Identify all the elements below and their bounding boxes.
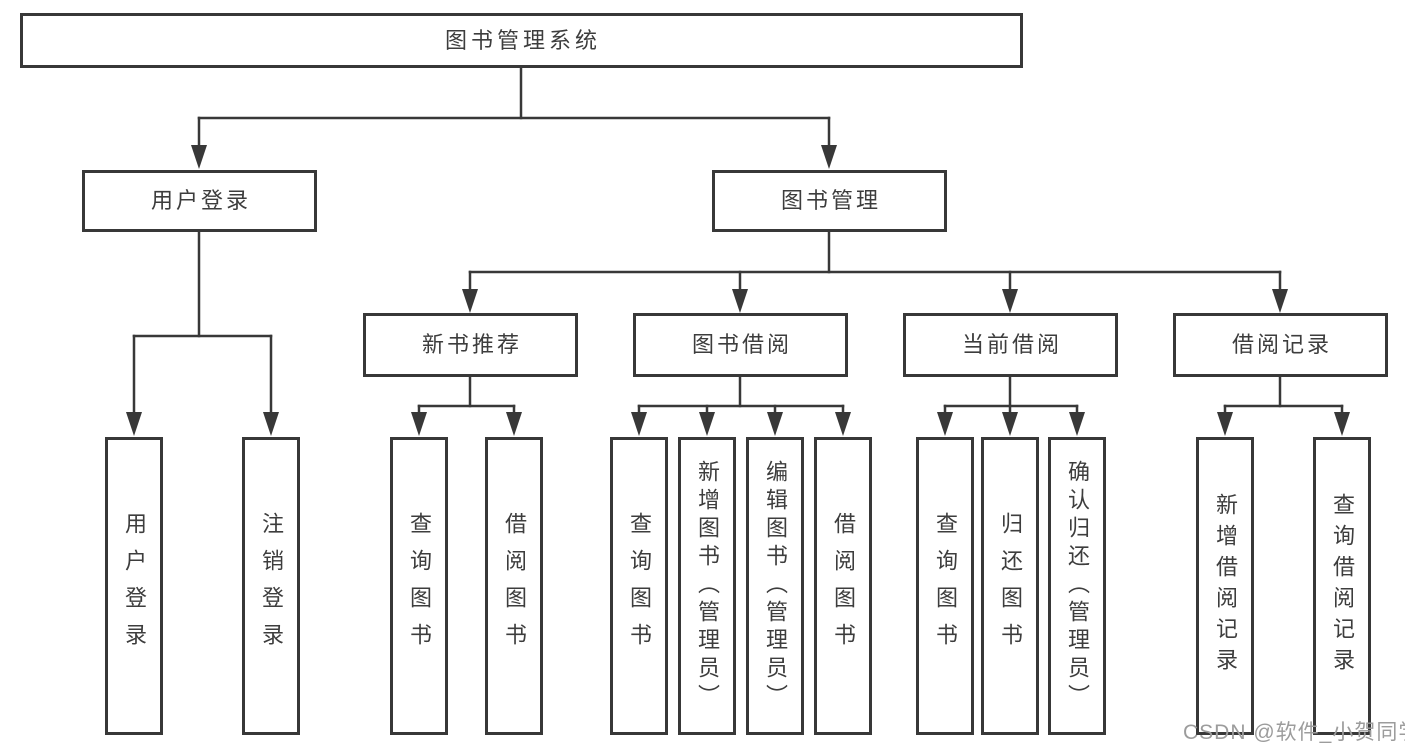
leaf-rec-add-record: 新增借阅记录 [1196,437,1254,735]
node-current-borrowing: 当前借阅 [903,313,1118,377]
node-book-management: 图书管理 [712,170,947,232]
leaf-logout: 注销登录 [242,437,300,735]
connector-bookmgmt-to-level3 [462,230,1288,313]
csdn-watermark: CSDN @软件_小贺同学 [1183,721,1405,744]
leaf-bb-add-books-admin: 新增图书（管理员） [678,437,736,735]
node-user-login: 用户登录 [82,170,317,232]
leaf-user-login: 用户登录 [105,437,163,735]
leaf-rec-query-record: 查询借阅记录 [1313,437,1371,735]
connector-root-to-level2 [191,66,837,169]
connector-current-to-leaves [937,375,1085,436]
leaf-bb-borrow-books: 借阅图书 [814,437,872,735]
leaf-cb-return-books: 归还图书 [981,437,1039,735]
connector-userlogin-to-leaves [126,230,279,436]
connector-records-to-leaves [1217,375,1350,436]
node-book-borrowing: 图书借阅 [633,313,848,377]
connector-newbooks-to-leaves [411,375,522,436]
leaf-nb-borrow-books: 借阅图书 [485,437,543,735]
node-borrow-records: 借阅记录 [1173,313,1388,377]
leaf-nb-query-books: 查询图书 [390,437,448,735]
node-new-book-recommend: 新书推荐 [363,313,578,377]
leaf-cb-confirm-return-admin: 确认归还（管理员） [1048,437,1106,735]
leaf-cb-query-books: 查询图书 [916,437,974,735]
node-root-system: 图书管理系统 [20,13,1023,68]
connector-borrowing-to-leaves [631,375,851,436]
leaf-bb-edit-books-admin: 编辑图书（管理员） [746,437,804,735]
leaf-bb-query-books: 查询图书 [610,437,668,735]
